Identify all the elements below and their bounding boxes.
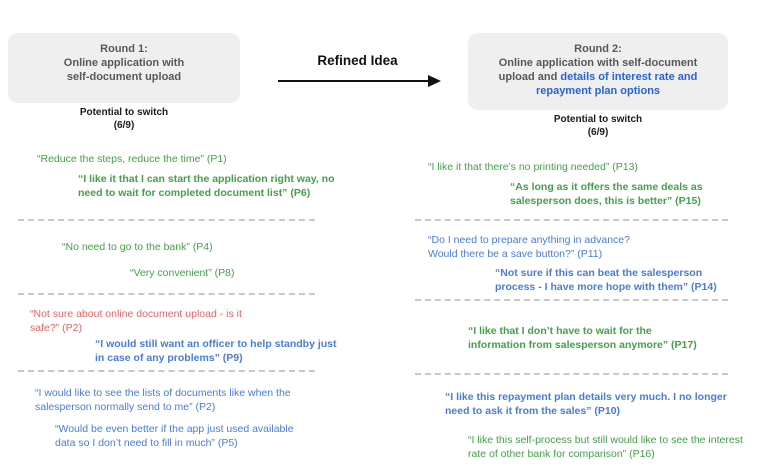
dashed-divider (18, 370, 315, 372)
refined-idea-label: Refined Idea (317, 53, 398, 68)
round1-metric: Potential to switch (6/9) (8, 106, 240, 132)
quote-p11: “Do I need to prepare anything in advanc… (428, 234, 630, 260)
arrow-head-icon (428, 75, 441, 87)
quote-p5: “Would be even better if the app just us… (55, 423, 294, 449)
quote-p10: “I like this repayment plan details very… (445, 391, 727, 417)
dashed-divider (18, 293, 315, 295)
round1-title-line1: Round 1: (100, 43, 148, 55)
quote-p16: “I like this self-process but still woul… (468, 434, 743, 460)
quote-p15: “As long as it offers the same deals as … (510, 181, 703, 207)
quote-p14: “Not sure if this can beat the salespers… (495, 267, 717, 293)
quote-p4: “No need to go to the bank” (P4) (62, 241, 213, 253)
round2-metric-label: Potential to switch (553, 114, 643, 125)
round2-title-plain: Online application with self-document up… (498, 57, 698, 83)
arrow-line (278, 80, 430, 82)
round2-title-highlight: details of interest rate and repayment p… (535, 71, 698, 97)
round1-metric-label: Potential to switch (79, 107, 169, 118)
dashed-divider (415, 219, 728, 221)
dashed-divider (415, 299, 728, 301)
round2-title-body: Online application with self-document up… (480, 56, 716, 98)
quote-p8: “Very convenient” (P8) (130, 267, 235, 279)
quote-p17: “I like that I don’t have to wait for th… (468, 325, 697, 351)
quote-p13: “I like it that there’s no printing need… (428, 161, 638, 173)
dashed-divider (18, 219, 315, 221)
quote-p1: “Reduce the steps, reduce the time” (P1) (37, 153, 227, 165)
quote-p2-suggestion: “I would like to see the lists of docume… (35, 387, 291, 413)
quote-p6: “I like it that I can start the applicat… (78, 173, 335, 199)
quote-p2-concern: “Not sure about online document upload -… (30, 308, 242, 334)
round1-box: Round 1: Online application with self-do… (8, 33, 240, 103)
round1-title-line2: Online application with (63, 57, 185, 69)
round1-metric-value: (6/9) (113, 120, 135, 131)
dashed-divider (415, 373, 728, 375)
round1-title-line3: self-document upload (66, 71, 182, 83)
round2-metric: Potential to switch (6/9) (468, 113, 728, 139)
quote-p9: “I would still want an officer to help s… (95, 338, 337, 364)
round2-metric-value: (6/9) (587, 127, 609, 138)
round2-title-line1: Round 2: (574, 43, 622, 55)
round2-box: Round 2: Online application with self-do… (468, 33, 728, 110)
